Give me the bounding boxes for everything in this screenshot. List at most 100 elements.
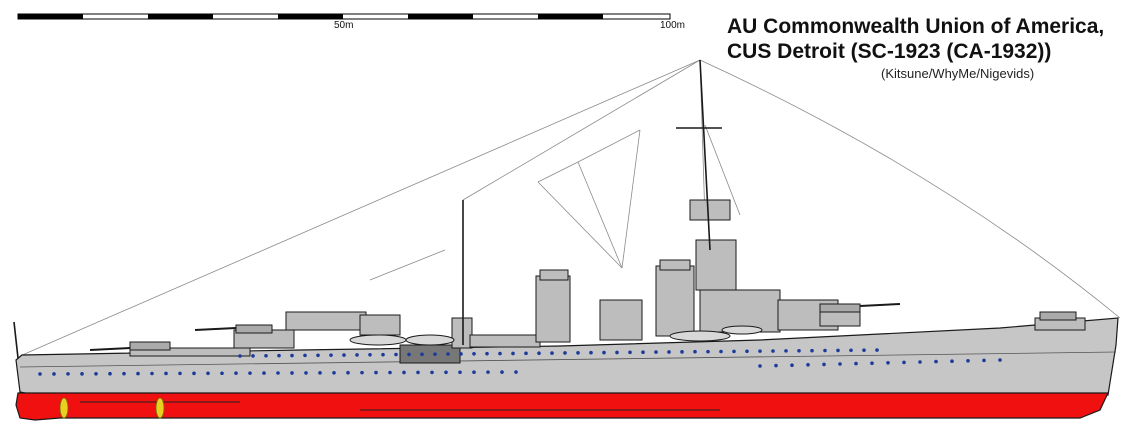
porthole: [797, 348, 801, 353]
porthole: [680, 350, 684, 354]
porthole: [251, 354, 255, 358]
porthole: [66, 372, 70, 376]
porthole: [950, 359, 954, 364]
porthole: [862, 348, 866, 352]
porthole: [164, 371, 168, 376]
porthole: [444, 370, 448, 375]
masts: [13, 59, 722, 359]
porthole: [822, 362, 826, 367]
porthole: [774, 363, 778, 368]
porthole: [745, 349, 749, 354]
superstructure: [129, 199, 1086, 364]
porthole: [602, 350, 606, 355]
porthole: [122, 371, 126, 376]
porthole: [732, 349, 736, 354]
porthole: [875, 348, 879, 352]
hull: [15, 317, 1119, 421]
porthole: [136, 371, 140, 376]
porthole: [303, 353, 307, 358]
gun-turrets: [89, 303, 1077, 351]
porthole: [628, 350, 632, 355]
porthole: [416, 370, 420, 375]
porthole: [498, 351, 502, 356]
porthole: [446, 352, 450, 356]
porthole: [500, 370, 504, 374]
scale-bar: [17, 13, 671, 20]
title-line-1: AU Commonwealth Union of America,: [727, 15, 1105, 38]
porthole: [589, 350, 593, 355]
porthole: [360, 370, 364, 375]
porthole: [150, 371, 154, 376]
porthole: [238, 354, 242, 358]
porthole: [576, 351, 580, 355]
porthole: [654, 350, 658, 354]
porthole: [719, 349, 723, 354]
porthole: [318, 371, 322, 375]
porthole: [537, 351, 541, 355]
porthole: [381, 352, 385, 357]
porthole: [290, 353, 294, 358]
porthole: [394, 352, 398, 357]
porthole: [982, 358, 986, 363]
propellers: [59, 397, 165, 419]
porthole: [178, 371, 182, 376]
porthole: [641, 350, 645, 355]
porthole: [52, 372, 56, 376]
porthole: [524, 351, 528, 356]
porthole: [262, 371, 266, 375]
boats: [349, 325, 763, 346]
hull-underwater: [15, 392, 1109, 421]
porthole: [332, 370, 336, 375]
porthole: [758, 349, 762, 353]
porthole: [346, 370, 350, 375]
porthole: [264, 353, 268, 358]
porthole: [918, 360, 922, 364]
porthole: [459, 352, 463, 356]
porthole: [388, 370, 392, 375]
porthole: [80, 372, 84, 376]
porthole: [220, 371, 224, 376]
title-line-2: CUS Detroit (SC-1923 (CA-1932)): [727, 40, 1052, 63]
porthole: [316, 353, 320, 358]
porthole: [486, 370, 490, 374]
porthole: [836, 348, 840, 353]
porthole: [192, 371, 196, 376]
porthole: [870, 361, 874, 366]
porthole: [368, 352, 372, 357]
porthole: [806, 363, 810, 367]
porthole: [771, 349, 775, 353]
porthole: [514, 370, 518, 374]
porthole: [790, 363, 794, 368]
porthole: [706, 349, 710, 354]
porthole: [290, 371, 294, 375]
porthole: [277, 353, 281, 358]
porthole: [784, 349, 788, 353]
porthole: [849, 348, 853, 353]
porthole: [430, 370, 434, 375]
porthole: [854, 361, 858, 366]
porthole: [38, 372, 42, 376]
porthole: [248, 371, 252, 375]
porthole: [108, 371, 112, 376]
porthole: [374, 370, 378, 375]
porthole: [902, 360, 906, 365]
porthole: [615, 350, 619, 355]
porthole: [966, 359, 970, 363]
porthole: [458, 370, 462, 375]
porthole: [472, 352, 476, 356]
porthole: [823, 348, 827, 353]
porthole: [276, 371, 280, 375]
portholes: [38, 348, 1002, 376]
porthole: [94, 371, 98, 376]
porthole: [472, 370, 476, 374]
porthole: [420, 352, 424, 357]
porthole: [304, 371, 308, 375]
scale-label-100m: 100m: [660, 20, 686, 31]
credit-text: (Kitsune/WhyMe/Nigevids): [881, 66, 1035, 81]
porthole: [407, 352, 411, 357]
porthole: [550, 351, 554, 355]
porthole: [758, 364, 762, 368]
porthole: [355, 353, 359, 357]
